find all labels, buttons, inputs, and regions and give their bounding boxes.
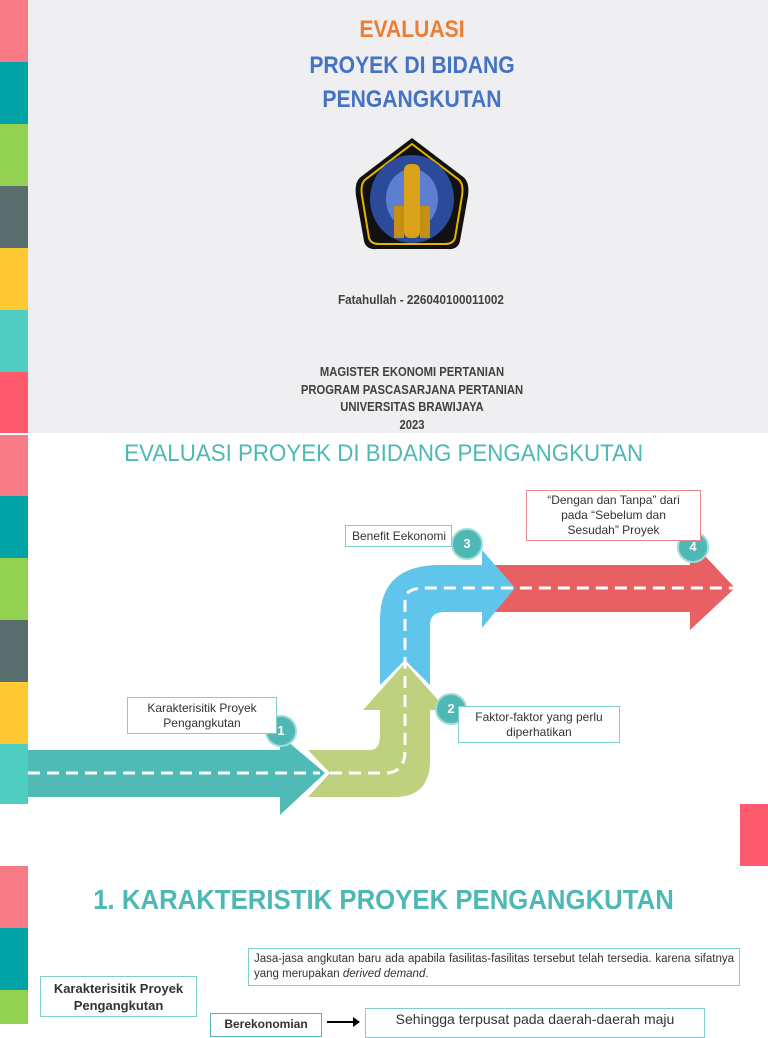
step-3-number: 3 <box>463 536 471 551</box>
step-2-number: 2 <box>447 701 455 716</box>
step-3-label: Benefit Eekonomi <box>345 525 452 547</box>
derived-demand-note: Jasa-jasa angkutan baru ada apabila fasi… <box>248 948 740 986</box>
step-1-label: Karakterisitik Proyek Pengangkutan <box>127 697 277 734</box>
affiliation-line: UNIVERSITAS BRAWIJAYA <box>340 400 484 414</box>
arrow-head-icon <box>353 1017 360 1027</box>
affiliation-year: 2023 <box>399 418 425 432</box>
title-line-3: PENGANGKUTAN <box>322 86 502 113</box>
slide-3-title: 1. KARAKTERISTIK PROYEK PENGANGKUTAN <box>93 884 674 915</box>
step-4-number: 4 <box>689 539 697 554</box>
arrow-connector <box>327 1021 359 1023</box>
step-3-arrow <box>380 550 515 685</box>
university-logo <box>355 138 469 250</box>
affiliation-line: PROGRAM PASCASARJANA PERTANIAN <box>300 383 524 397</box>
affiliation-line: MAGISTER EKONOMI PERTANIAN <box>319 365 505 379</box>
step-2-label: Faktor-faktor yang perlu diperhatikan <box>458 706 620 743</box>
step-1-arrow <box>28 735 325 815</box>
karakteristik-box: Karakterisitik Proyek Pengangkutan <box>40 976 197 1017</box>
title-evaluasi: EVALUASI <box>359 16 465 43</box>
step-4-label: “Dengan dan Tanpa” dari pada “Sebelum da… <box>526 490 701 541</box>
sehingga-box: Sehingga terpusat pada daerah-daerah maj… <box>365 1008 705 1038</box>
author: Fatahullah - 226040100011002 <box>338 292 504 307</box>
slide-1: EVALUASI PROYEK DI BIDANG PENGANGKUTAN F… <box>0 0 768 433</box>
step-1-number: 1 <box>277 723 285 738</box>
slide-2-title: EVALUASI PROYEK DI BIDANG PENGANGKUTAN <box>124 440 644 467</box>
step-3-number-badge <box>451 528 483 560</box>
title-line-2: PROYEK DI BIDANG <box>309 52 515 79</box>
step-4-arrow <box>495 540 735 630</box>
step-2-arrow <box>308 663 447 797</box>
berekonomian-box: Berekonomian <box>210 1013 322 1037</box>
